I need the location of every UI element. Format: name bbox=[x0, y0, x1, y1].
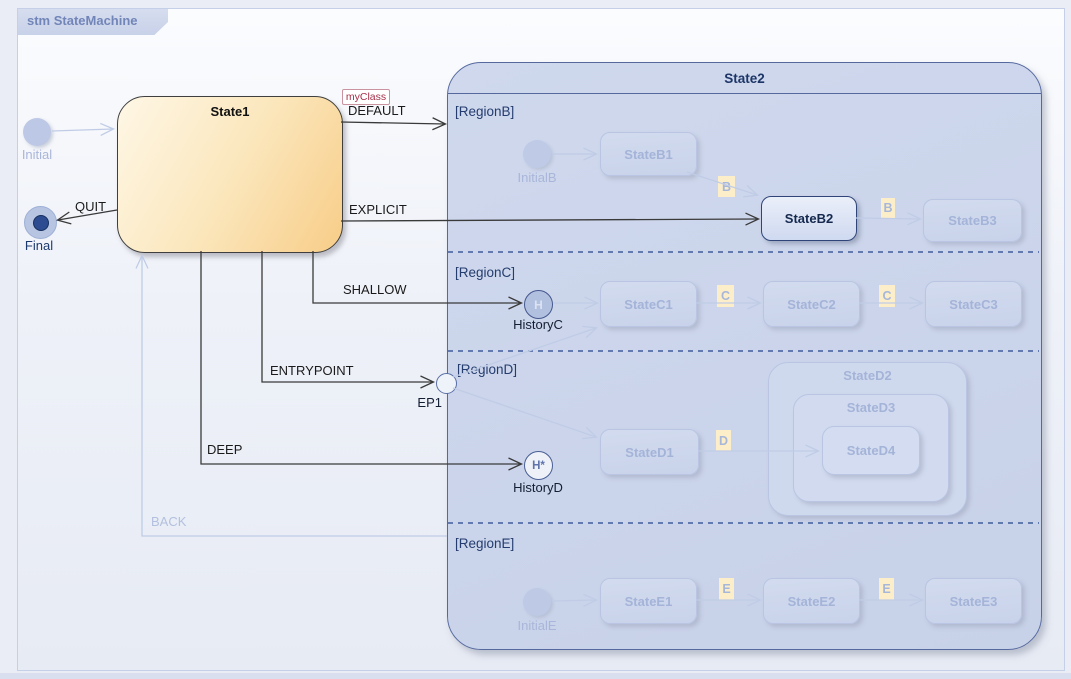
region-b-label: [RegionB] bbox=[455, 104, 515, 119]
trigger-b-2: B bbox=[881, 198, 895, 218]
entry-point-label: EP1 bbox=[417, 395, 442, 410]
trigger-e-1: E bbox=[719, 578, 734, 600]
state-c1[interactable]: StateC1 bbox=[600, 281, 697, 327]
state-e2[interactable]: StateE2 bbox=[763, 578, 860, 624]
deep-history-glyph: H* bbox=[532, 459, 545, 472]
history-d-label: HistoryD bbox=[513, 480, 563, 495]
trigger-e-2: E bbox=[879, 578, 894, 600]
initial-label: Initial bbox=[21, 147, 53, 162]
default-transition-label[interactable]: DEFAULT bbox=[348, 103, 406, 118]
trigger-d: D bbox=[716, 430, 731, 451]
region-d-label: [RegionD] bbox=[457, 362, 518, 377]
final-label: Final bbox=[24, 238, 54, 253]
state2-title: State2 bbox=[448, 63, 1041, 94]
quit-transition-label[interactable]: QUIT bbox=[75, 199, 107, 214]
trigger-c-1: C bbox=[717, 285, 734, 307]
trigger-b-1: B bbox=[718, 176, 735, 197]
state-d4[interactable]: StateD4 bbox=[822, 426, 920, 475]
state-b3[interactable]: StateB3 bbox=[923, 199, 1022, 242]
state1-title: State1 bbox=[210, 104, 250, 119]
initial-b-label: InitialB bbox=[517, 170, 557, 185]
initial-e-label: InitialE bbox=[517, 618, 557, 633]
state-c2[interactable]: StateC2 bbox=[763, 281, 860, 327]
default-transition-stereotype: myClass bbox=[342, 89, 390, 105]
state-b2[interactable]: StateB2 bbox=[761, 196, 857, 241]
history-c-label: HistoryC bbox=[513, 317, 563, 332]
bottom-strip bbox=[0, 673, 1071, 679]
initial-node[interactable] bbox=[23, 118, 51, 146]
explicit-transition-label[interactable]: EXPLICIT bbox=[349, 202, 407, 217]
shallow-transition-label[interactable]: SHALLOW bbox=[343, 282, 407, 297]
state-b1[interactable]: StateB1 bbox=[600, 132, 697, 176]
state1-state[interactable]: State1 bbox=[117, 96, 343, 253]
region-c-label: [RegionC] bbox=[455, 265, 516, 280]
entrypoint-transition-label[interactable]: ENTRYPOINT bbox=[270, 363, 354, 378]
frame-title: stm StateMachine bbox=[27, 13, 138, 28]
state-d1[interactable]: StateD1 bbox=[600, 429, 699, 475]
initial-e-node[interactable] bbox=[523, 588, 551, 616]
shallow-history-node[interactable]: H bbox=[524, 290, 553, 319]
final-node[interactable] bbox=[24, 206, 57, 239]
entry-point-node[interactable] bbox=[436, 373, 457, 394]
state-e3[interactable]: StateE3 bbox=[925, 578, 1022, 624]
deep-history-node[interactable]: H* bbox=[524, 451, 553, 480]
state-e1[interactable]: StateE1 bbox=[600, 578, 697, 624]
state-c3[interactable]: StateC3 bbox=[925, 281, 1022, 327]
deep-transition-label[interactable]: DEEP bbox=[207, 442, 243, 457]
shallow-history-glyph: H bbox=[534, 297, 543, 312]
region-e-label: [RegionE] bbox=[455, 536, 515, 551]
trigger-c-2: C bbox=[879, 285, 895, 307]
final-node-inner-dot bbox=[32, 214, 49, 231]
back-transition-label[interactable]: BACK bbox=[151, 514, 187, 529]
diagram-frame-tab: stm StateMachine bbox=[17, 8, 168, 35]
initial-b-node[interactable] bbox=[523, 140, 551, 168]
